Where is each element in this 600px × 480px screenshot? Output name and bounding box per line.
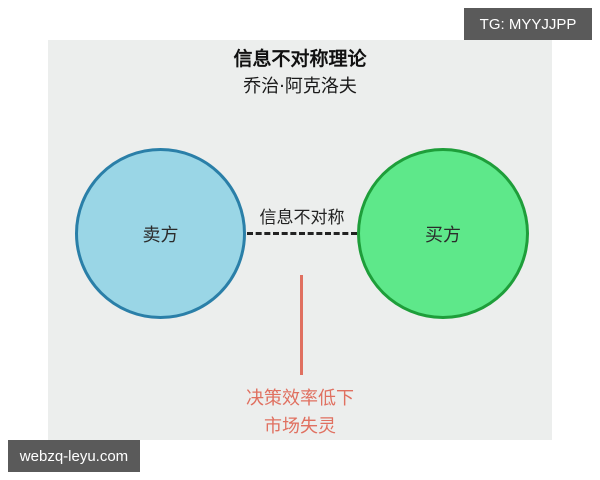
seller-node: 卖方 xyxy=(75,148,246,319)
buyer-node: 买方 xyxy=(357,148,529,319)
dashed-connector xyxy=(247,232,357,235)
consequence-line-1: 决策效率低下 xyxy=(246,388,354,409)
buyer-label: 买方 xyxy=(425,224,461,246)
consequence-connector xyxy=(300,275,303,375)
watermark-bottom-left: webzq-leyu.com xyxy=(8,440,140,472)
edge-label: 信息不对称 xyxy=(259,208,345,228)
watermark-top-right: TG: MYYJJPP xyxy=(464,8,592,40)
diagram-title: 信息不对称理论 xyxy=(233,48,367,70)
consequence-line-2: 市场失灵 xyxy=(264,416,336,437)
diagram-subtitle: 乔治·阿克洛夫 xyxy=(243,76,357,97)
seller-label: 卖方 xyxy=(142,224,179,246)
